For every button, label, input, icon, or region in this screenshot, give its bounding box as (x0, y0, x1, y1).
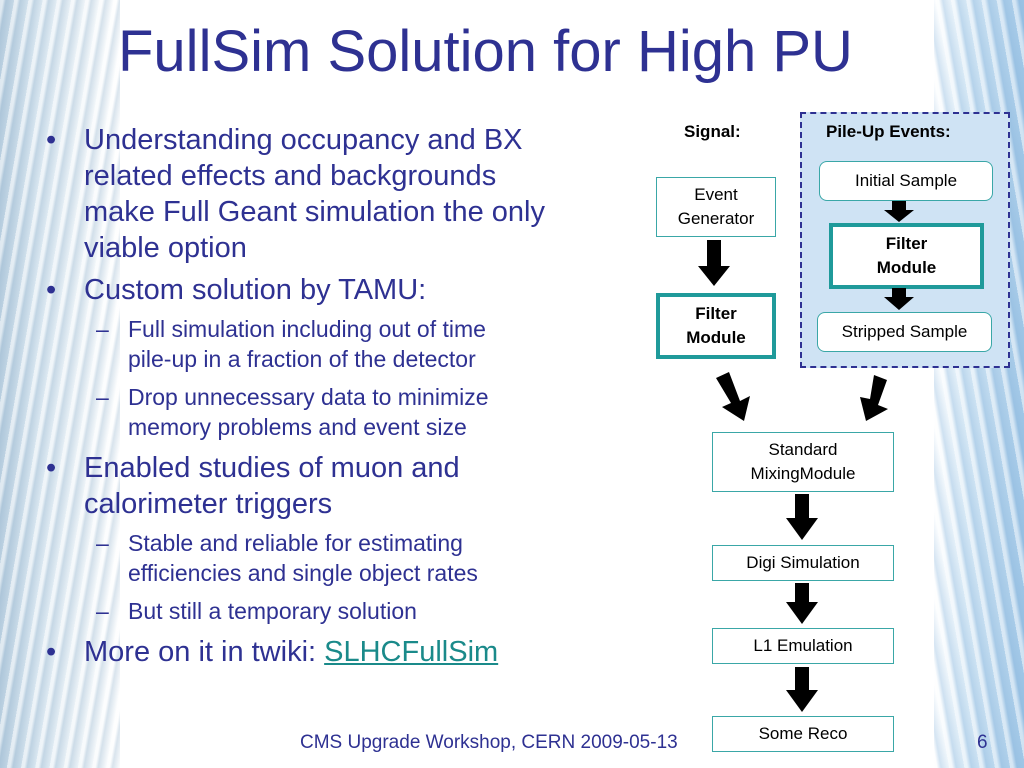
box-label: Filter (695, 304, 737, 323)
arrow-diagonal-icon (716, 372, 750, 421)
sub-bullet-line: Stable and reliable for estimating (128, 530, 463, 556)
arrow-down-icon (786, 494, 818, 540)
bullet-line: Enabled studies of muon and (84, 452, 460, 484)
box-label: Standard (768, 440, 838, 459)
digi-simulation-box: Digi Simulation (712, 545, 894, 581)
arrow-down-icon (698, 240, 730, 286)
sub-bullet-line: But still a temporary solution (128, 598, 417, 624)
arrow-diagonal-icon (860, 375, 888, 421)
slide-title: FullSim Solution for High PU (118, 19, 853, 84)
sub-bullet-item: – Stable and reliable for estimating eff… (40, 528, 640, 588)
box-label: Module (876, 258, 937, 277)
l1-emulation-box: L1 Emulation (712, 628, 894, 664)
pileup-label: Pile-Up Events: (826, 122, 951, 141)
sub-bullet-line: Full simulation including out of time (128, 316, 486, 342)
sub-bullet-marker: – (96, 316, 109, 342)
bullet-marker: • (46, 636, 57, 668)
bullet-item: • Custom solution by TAMU: (40, 272, 640, 308)
box-label: Filter (885, 234, 928, 253)
box-label: Module (686, 328, 746, 347)
initial-sample-box: Initial Sample (819, 161, 993, 201)
some-reco-box: Some Reco (712, 716, 894, 752)
bullet-item: • Enabled studies of muon and calorimete… (40, 450, 640, 522)
bullet-line: Understanding occupancy and BX (84, 124, 523, 156)
signal-label: Signal: (684, 122, 741, 141)
sub-bullet-marker: – (96, 384, 109, 410)
bullet-line: calorimeter triggers (84, 488, 333, 520)
bullet-line: related effects and backgrounds (84, 160, 497, 192)
sub-bullet-line: efficiencies and single object rates (128, 560, 478, 586)
arrow-down-icon (786, 583, 818, 624)
box-label: MixingModule (750, 464, 856, 483)
filter-module-signal-box: Filter Module (656, 293, 776, 359)
mixing-module-box: Standard MixingModule (712, 432, 894, 492)
bullet-marker: • (46, 274, 57, 306)
arrow-down-icon (786, 667, 818, 712)
page-number: 6 (977, 732, 988, 753)
sub-bullet-line: memory problems and event size (128, 414, 467, 440)
sub-bullet-line: pile-up in a fraction of the detector (128, 346, 476, 372)
bullet-marker: • (46, 452, 57, 484)
box-label: Event (694, 185, 738, 204)
bullet-line: Custom solution by TAMU: (84, 274, 427, 306)
sub-bullet-item: – But still a temporary solution (40, 596, 640, 626)
bullet-list: • Understanding occupancy and BX related… (40, 122, 640, 676)
stripped-sample-box: Stripped Sample (817, 312, 992, 352)
sub-bullet-line: Drop unnecessary data to minimize (128, 384, 489, 410)
sub-bullet-marker: – (96, 530, 109, 556)
background-left-decoration (0, 0, 120, 768)
footer-text: CMS Upgrade Workshop, CERN 2009-05-13 (300, 732, 678, 753)
box-label: Generator (677, 209, 755, 228)
bullet-line: viable option (84, 232, 247, 264)
bullet-item: • Understanding occupancy and BX related… (40, 122, 640, 266)
sub-bullet-item: – Full simulation including out of time … (40, 314, 640, 374)
bullet-line: More on it in twiki: (84, 636, 325, 668)
sub-bullet-marker: – (96, 598, 109, 624)
bullet-line: make Full Geant simulation the only (84, 196, 545, 228)
filter-module-pileup-box: Filter Module (829, 223, 984, 289)
twiki-link[interactable]: SLHCFullSim (324, 636, 499, 668)
bullet-item: • More on it in twiki: SLHCFullSim (40, 634, 640, 670)
bullet-marker: • (46, 124, 57, 156)
sub-bullet-item: – Drop unnecessary data to minimize memo… (40, 382, 640, 442)
event-generator-box: Event Generator (656, 177, 776, 237)
